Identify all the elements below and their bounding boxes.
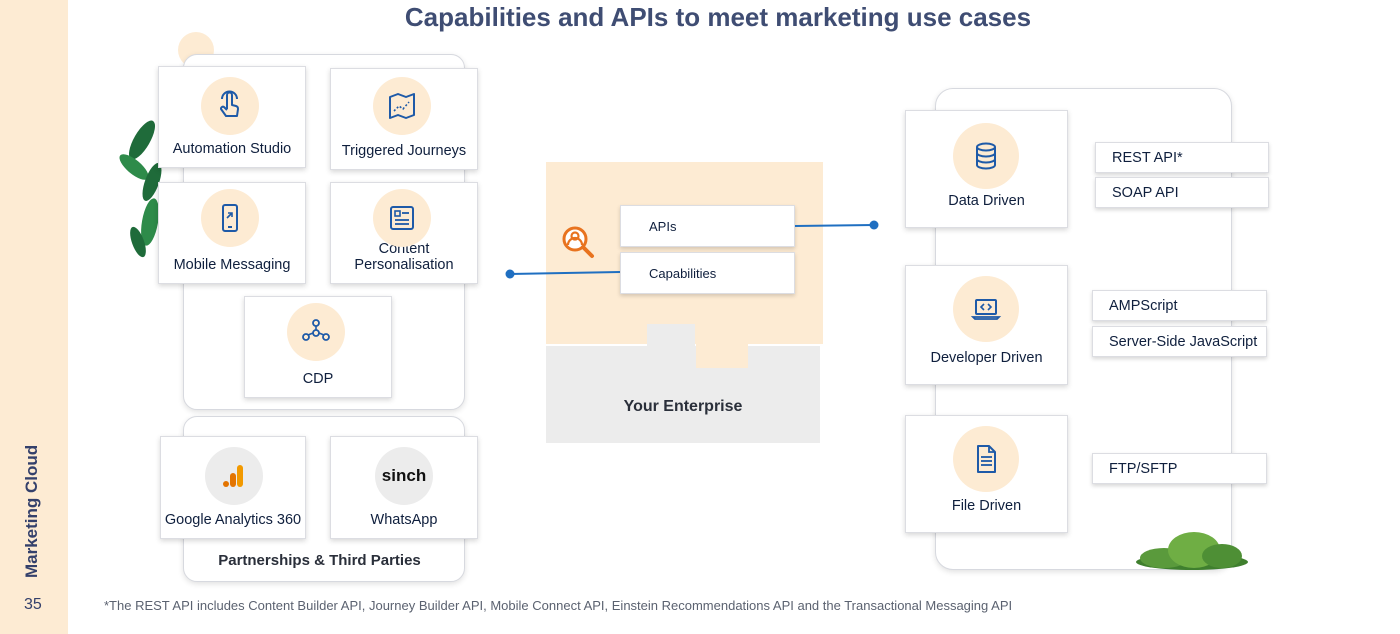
mobile-phone-icon: [201, 189, 259, 247]
people-network-icon: [287, 303, 345, 361]
enterprise-door: [696, 344, 748, 368]
partners-title: Partnerships & Third Parties: [218, 552, 421, 569]
database-icon: [953, 123, 1019, 189]
sinch-logo: sinch: [375, 447, 433, 505]
card-label: Google Analytics 360: [164, 512, 302, 528]
card-label: Automation Studio: [172, 141, 292, 157]
card-triggered-journeys[interactable]: Triggered Journeys: [330, 68, 478, 170]
card-label: Data Driven: [948, 193, 1025, 209]
enterprise-base: [546, 346, 820, 443]
card-label: Mobile Messaging: [173, 257, 291, 273]
leaves-decoration: [119, 120, 162, 258]
api-soap[interactable]: SOAP API: [1095, 177, 1269, 208]
api-ampscript[interactable]: AMPScript: [1092, 290, 1267, 321]
sinch-logo-text: sinch: [381, 466, 427, 485]
card-label: Triggered Journeys: [341, 143, 467, 159]
card-label: File Driven: [951, 498, 1022, 514]
card-label: CDP: [302, 371, 334, 387]
page-number: 35: [24, 596, 42, 613]
card-file-driven[interactable]: File Driven: [905, 415, 1068, 533]
page-title: Capabilities and APIs to meet marketing …: [404, 2, 1032, 32]
enterprise-tower: [647, 324, 695, 348]
map-route-icon: [373, 77, 431, 135]
content-list-icon: [373, 189, 431, 247]
laptop-code-icon: [953, 276, 1019, 342]
card-mobile-messaging[interactable]: Mobile Messaging: [158, 182, 306, 284]
card-whatsapp[interactable]: sinch WhatsApp: [330, 436, 478, 539]
card-google-analytics[interactable]: Google Analytics 360: [160, 436, 306, 539]
document-icon: [953, 426, 1019, 492]
sidebar: [0, 0, 68, 634]
card-developer-driven[interactable]: Developer Driven: [905, 265, 1068, 385]
api-ssjs[interactable]: Server-Side JavaScript: [1092, 326, 1267, 357]
card-data-driven[interactable]: Data Driven: [905, 110, 1068, 228]
card-automation-studio[interactable]: Automation Studio: [158, 66, 306, 168]
footnote: *The REST API includes Content Builder A…: [104, 598, 1013, 613]
card-label: Developer Driven: [930, 350, 1043, 366]
api-ftp[interactable]: FTP/SFTP: [1092, 453, 1267, 484]
enterprise-label: Your Enterprise: [623, 398, 743, 415]
center-capabilities[interactable]: Capabilities: [620, 252, 795, 294]
card-cdp[interactable]: CDP: [244, 296, 392, 398]
center-apis[interactable]: APIs: [620, 205, 795, 247]
card-content-personalisation[interactable]: Content Personalisation: [330, 182, 478, 284]
google-analytics-icon: [205, 447, 263, 505]
api-rest[interactable]: REST API*: [1095, 142, 1269, 173]
search-person-icon: [562, 226, 594, 258]
card-label: WhatsApp: [370, 512, 438, 528]
bush-decoration: [1136, 532, 1248, 570]
hand-pointer-icon: [201, 77, 259, 135]
